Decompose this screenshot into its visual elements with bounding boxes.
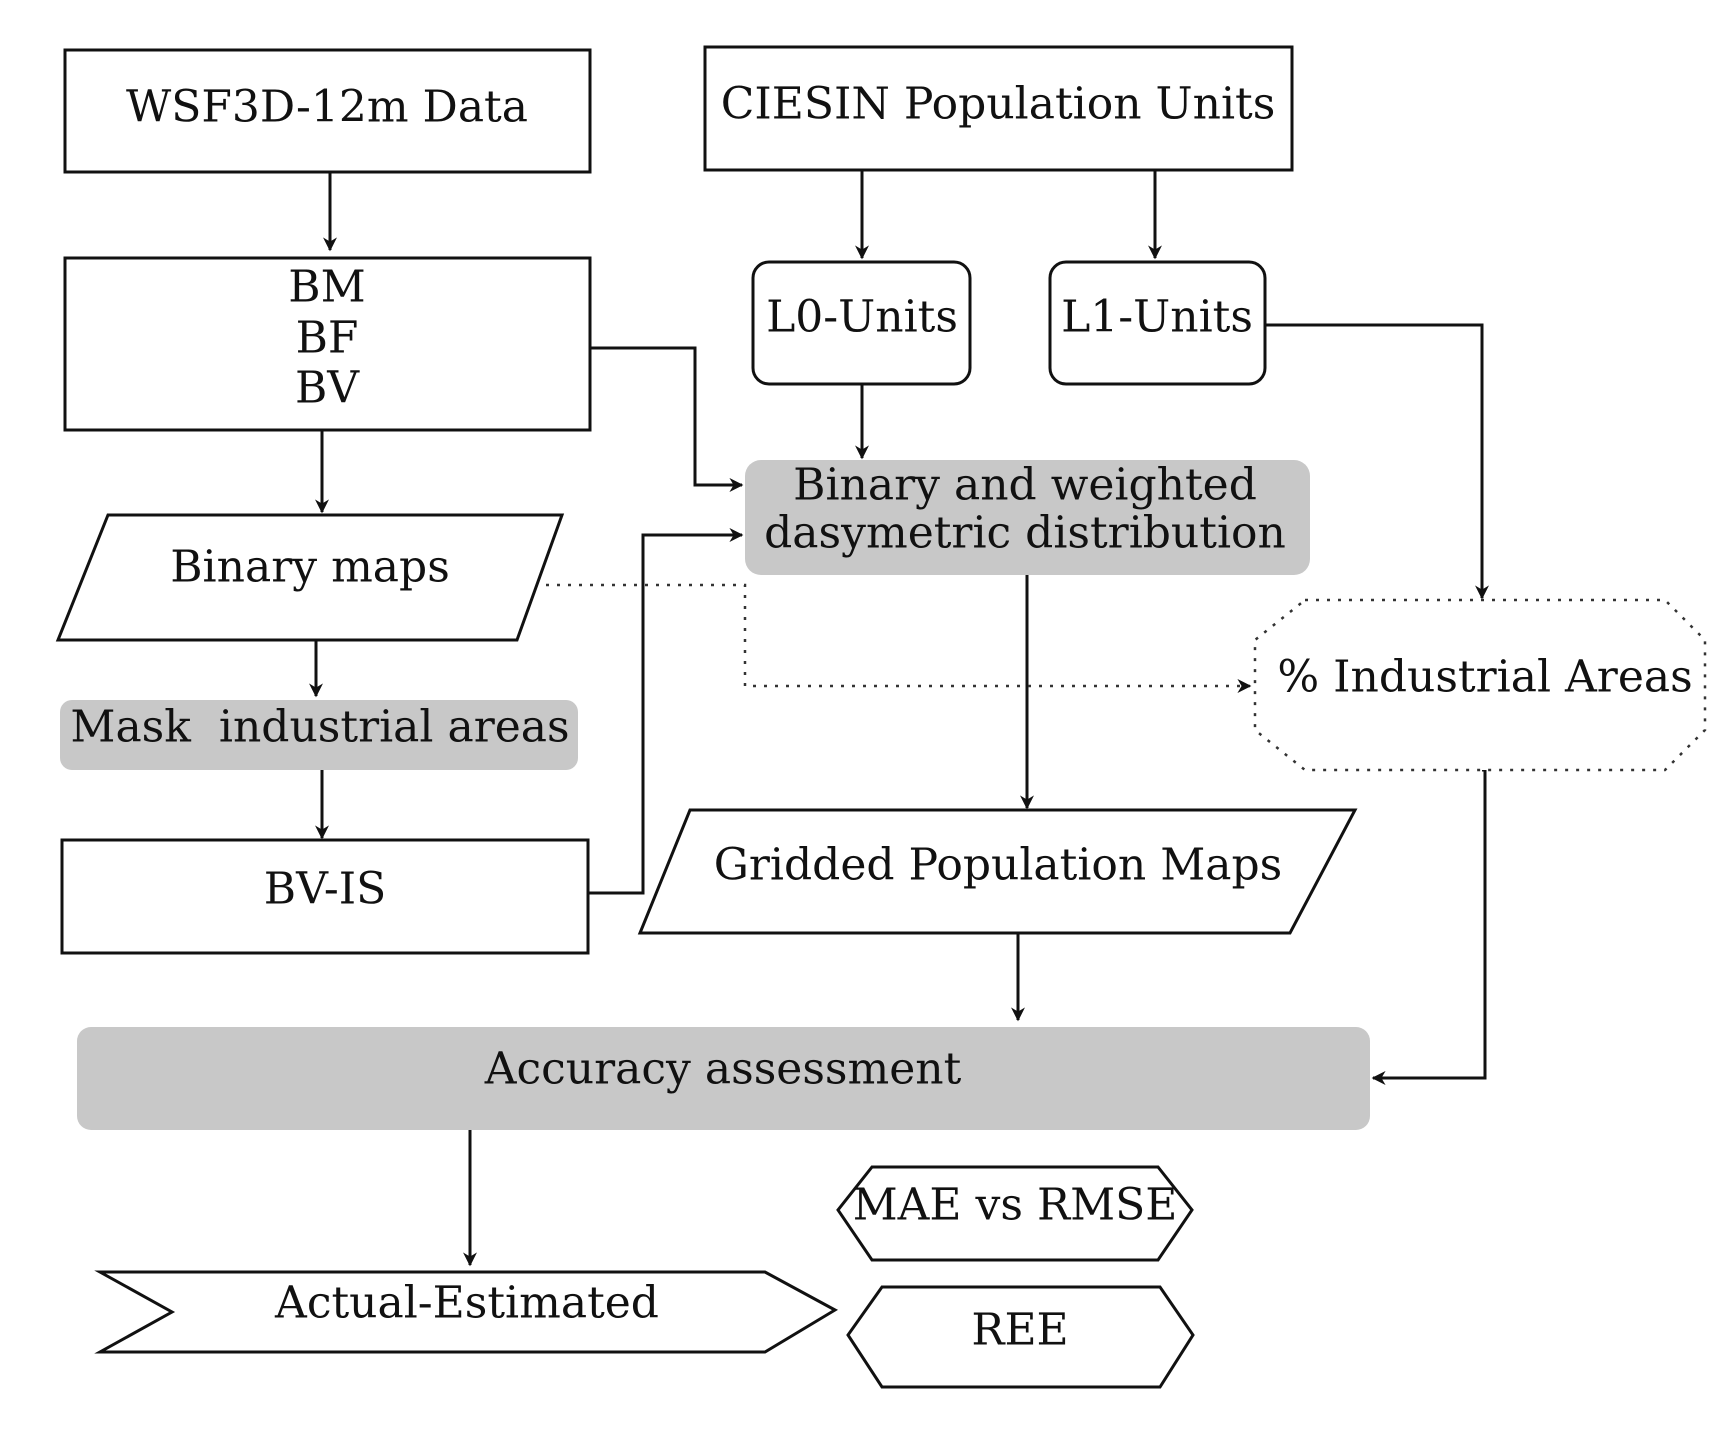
node-accuracy-label: Accuracy assessment [484, 1044, 962, 1095]
node-bv-is: BV-IS [60, 838, 590, 955]
node-gridded: Gridded Population Maps [637, 808, 1358, 935]
node-l0: L0-Units [751, 260, 972, 386]
node-actual-estimated: Actual-Estimated [94, 1270, 839, 1354]
node-binary-maps: Binary maps [55, 513, 565, 642]
node-actual-estimated-label: Actual-Estimated [274, 1278, 659, 1329]
node-mask: Mask industrial areas [60, 700, 578, 770]
node-wsf3d: WSF3D-12m Data [63, 48, 592, 174]
node-distribution: Binary and weighted dasymetric distribut… [745, 460, 1310, 575]
node-l1-label: L1-Units [1061, 292, 1253, 343]
node-mae-rmse-label: MAE vs RMSE [853, 1180, 1178, 1231]
node-industrial-areas-octagon [1253, 598, 1707, 772]
node-accuracy: Accuracy assessment [77, 1027, 1370, 1130]
edge-bm-to-distribution [590, 346, 744, 492]
node-ree-label: REE [971, 1305, 1068, 1356]
node-mae-rmse: MAE vs RMSE [836, 1165, 1194, 1262]
edge-l1-to-industrial [1265, 323, 1489, 600]
node-ree: REE [846, 1285, 1195, 1389]
node-ciesin: CIESIN Population Units [703, 45, 1294, 172]
node-mask-label: Mask industrial areas [70, 702, 569, 753]
node-bf-label: BF [296, 313, 359, 364]
edges [309, 170, 1489, 1267]
node-binary-maps-label: Binary maps [170, 542, 450, 593]
node-industrial-areas: % Industrial Areas [1253, 598, 1707, 772]
node-wsf3d-label: WSF3D-12m Data [126, 82, 528, 133]
node-l1: L1-Units [1048, 260, 1267, 386]
node-distribution-label-2: dasymetric distribution [764, 508, 1286, 559]
node-bm-bf-bv: BM BF BV [63, 256, 592, 432]
edge-bvis-to-distribution [588, 528, 744, 895]
node-industrial-areas-label: % Industrial Areas [1277, 652, 1692, 703]
node-gridded-label: Gridded Population Maps [714, 840, 1283, 891]
node-bv-label: BV [295, 363, 360, 414]
edge-industrial-to-accuracy [1371, 768, 1487, 1085]
node-l0-label: L0-Units [766, 292, 958, 343]
node-bv-is-label: BV-IS [264, 864, 386, 915]
node-distribution-label-1: Binary and weighted [793, 460, 1257, 511]
node-bm-label: BM [288, 262, 365, 313]
node-ciesin-label: CIESIN Population Units [721, 79, 1276, 130]
edge-binary-maps-to-industrial-dotted [535, 583, 1252, 693]
